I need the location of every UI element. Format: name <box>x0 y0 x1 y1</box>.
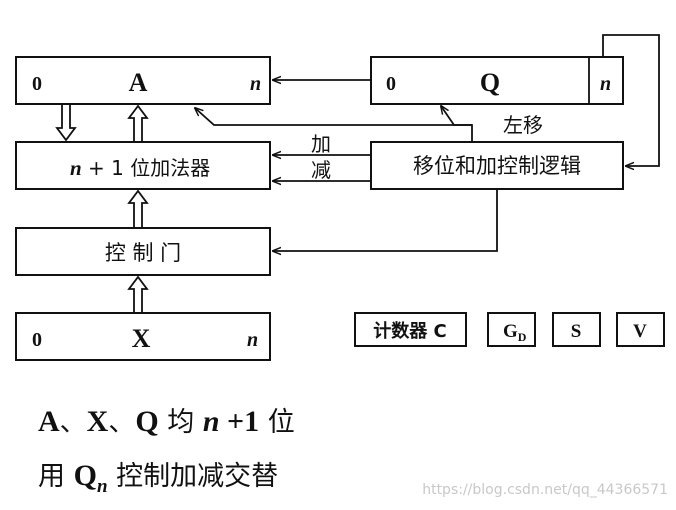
a-to-adder-double-arrow <box>55 104 77 142</box>
register-x-right-bit: n <box>247 329 258 351</box>
register-a-left-bit: 0 <box>32 73 42 95</box>
control-gate-block: 控 制 门 <box>15 227 271 276</box>
v-box: V <box>616 312 665 347</box>
x-to-gate-double-arrow <box>127 275 149 313</box>
counter-c-box: 计数器 C <box>354 312 467 347</box>
register-a-right-bit: n <box>250 73 261 95</box>
control-to-gate-wire <box>273 189 498 251</box>
gd-box: GD <box>487 312 536 347</box>
adder-rest: + 1 位加法器 <box>82 156 211 180</box>
control-gate-label: 控 制 门 <box>105 241 181 265</box>
register-a-name: A <box>129 68 148 97</box>
watermark: https://blog.csdn.net/qq_44366571 <box>422 482 668 498</box>
counter-c-label: 计数器 C <box>373 320 446 342</box>
add-label: 加 <box>311 132 331 156</box>
register-x: 0 X n <box>15 312 271 361</box>
note-line-2: 用 Qn 控制加减交替 <box>38 459 279 497</box>
sub-label: 减 <box>311 158 331 182</box>
adder-block: n + 1 位加法器 <box>15 141 271 190</box>
register-q-right-bit: n <box>600 73 611 95</box>
register-a: 0 A n <box>15 56 271 105</box>
v-label: V <box>633 321 647 342</box>
note-line-1: A、X、Q 均 n +1 位 <box>38 405 295 438</box>
control-to-q-shift-wire <box>441 106 472 126</box>
register-q-left-bit: 0 <box>386 73 396 95</box>
s-label: S <box>571 321 582 342</box>
register-q: 0 Q n <box>370 56 624 105</box>
gd-label: GD <box>503 321 527 344</box>
gate-to-adder-double-arrow <box>127 189 149 228</box>
s-box: S <box>552 312 601 347</box>
register-x-name: X <box>132 324 151 353</box>
adder-n: n <box>70 156 82 180</box>
adder-label: n + 1 位加法器 <box>70 156 210 180</box>
register-x-left-bit: 0 <box>32 329 42 351</box>
qn-feedback-wire <box>602 34 660 166</box>
register-q-name: Q <box>480 68 500 97</box>
control-logic-block: 移位和加控制逻辑 <box>370 141 624 190</box>
control-logic-label: 移位和加控制逻辑 <box>413 154 581 178</box>
shift-left-label: 左移 <box>503 113 543 137</box>
control-to-a-wire <box>195 108 473 142</box>
multiplier-block-diagram: 0 A n 0 Q n n + 1 位加法器 移位和加控制逻辑 控 制 门 0 … <box>15 34 665 361</box>
adder-to-a-double-arrow <box>127 104 149 142</box>
